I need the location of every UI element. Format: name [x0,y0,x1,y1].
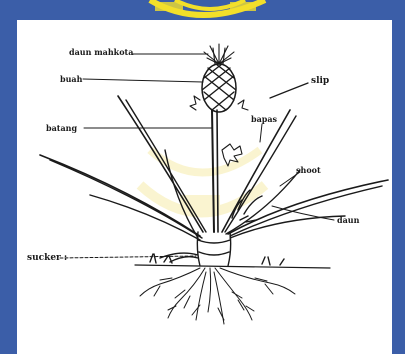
ground-line [135,265,330,268]
label-batang: batang [46,124,77,132]
leader-bapas [260,124,262,142]
label-sucker: sucker : [27,254,67,263]
label-daun-mahkota: daun mahkota [69,48,133,56]
label-buah: buah [60,75,82,83]
leader-slip [270,83,308,98]
leader-sucker [60,256,196,258]
leader-buah [83,79,203,82]
label-bapas: bapas [251,115,277,123]
label-shoot: shoot [296,166,321,174]
label-daun: daun [337,216,359,224]
roots-drawing [140,268,295,324]
label-slip: slip [311,77,329,86]
